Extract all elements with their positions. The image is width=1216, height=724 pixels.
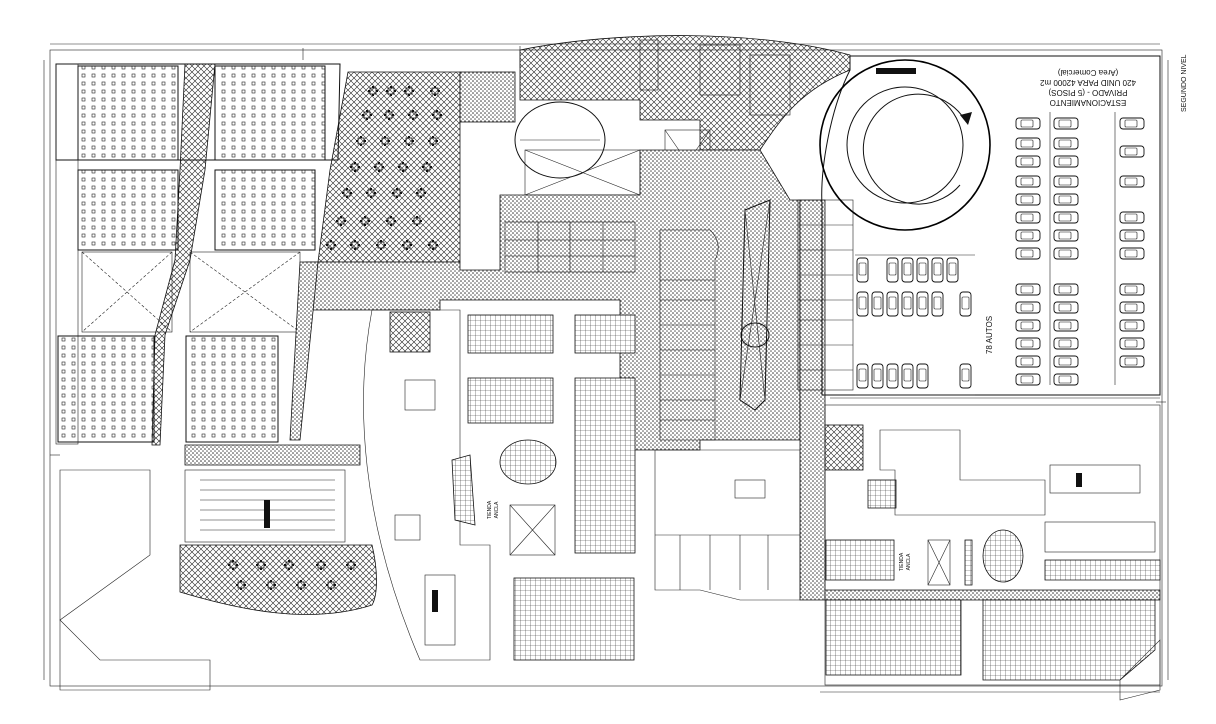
store-blocks-center [363,309,636,661]
autos-label: 78 AUTOS [985,316,994,354]
parking-title: ESTACIONAMIENTO [1050,98,1127,107]
parking-line2: PRIVADO - (5 PISOS) [1048,88,1127,97]
misc-lines [50,46,1166,456]
parking-area [819,55,1161,396]
central-ramp [739,199,771,411]
parking-caption: ESTACIONAMIENTO PRIVADO - (5 PISOS) 420 … [1040,68,1136,107]
level-label: SEGUNDO NIVEL [1181,54,1188,112]
anchor-store-sub-center: ANCLA [494,501,500,518]
parking-line3: 420 UNID PARA 42000 m2 [1040,78,1136,87]
anchor-store-right [824,404,1161,701]
bowling-area [59,469,377,691]
anchor-store-label-center: TIENDA [487,500,493,519]
shop-units-bottom [654,449,801,601]
shop-units-top [504,221,636,273]
parking-line4: (Area Comercial) [1057,68,1118,77]
top-plaza [459,35,851,196]
anchor-store-label-right: TIENDA [899,552,905,571]
cinema-block [55,63,341,446]
anchor-store-sub-right: ANCLA [906,553,912,570]
shop-units-right [659,199,854,441]
